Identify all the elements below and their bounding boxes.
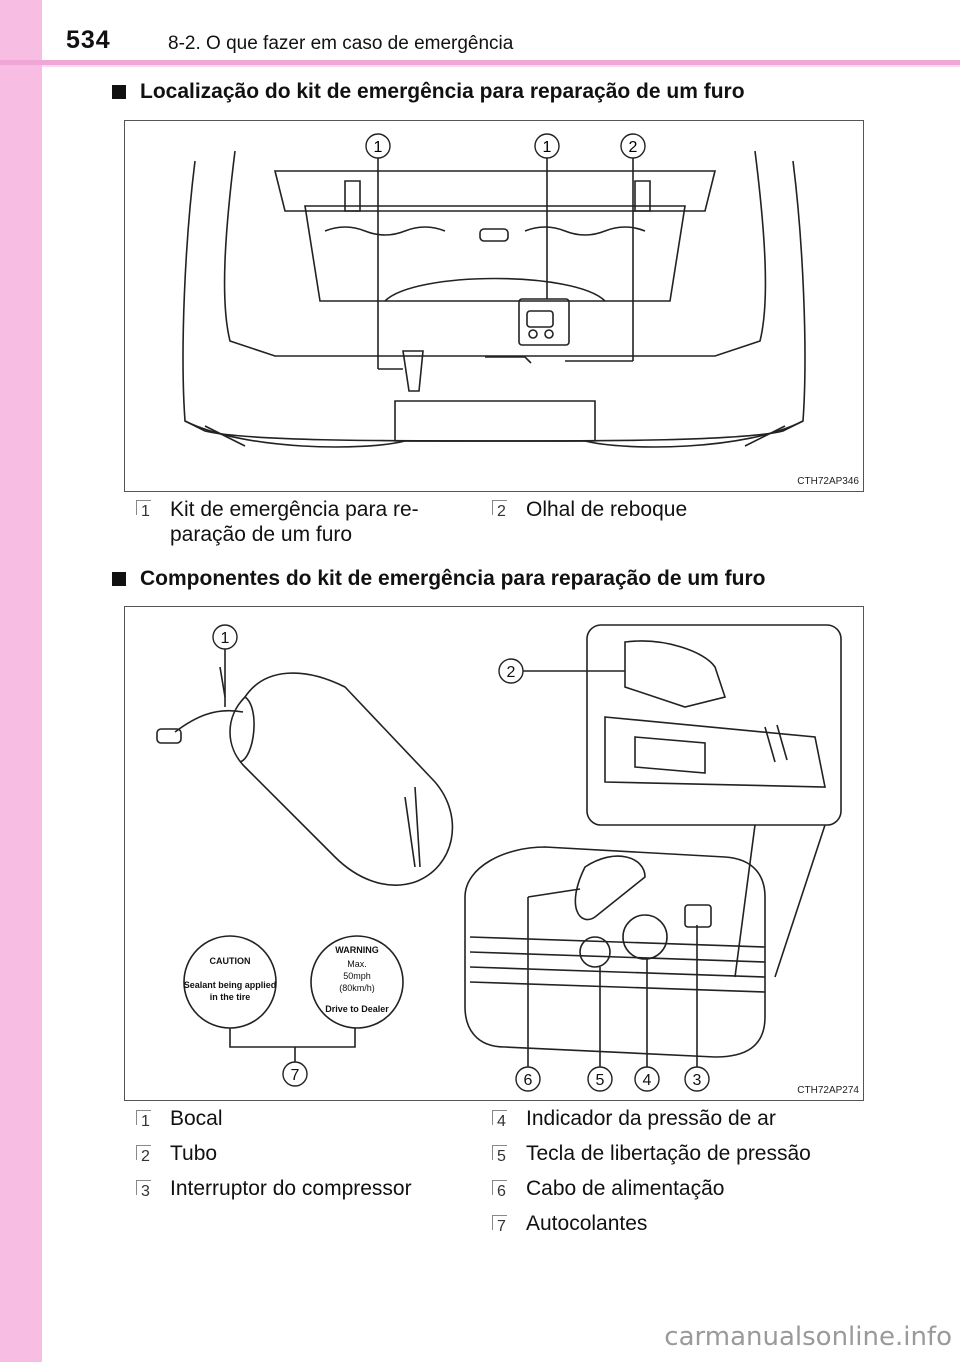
sticker-warning-l1: Max. — [347, 959, 367, 969]
page-margin-strip — [0, 0, 42, 1362]
callout-2: 2 — [629, 139, 638, 156]
legend-text-2: Olhal de reboque — [526, 497, 687, 522]
legend-badge-6: 6 — [492, 1180, 514, 1202]
heading-text: Componentes do kit de emergência para re… — [140, 567, 766, 591]
legend-badge-5: 5 — [492, 1145, 514, 1167]
callout-1b: 1 — [543, 139, 552, 156]
section-title: 8-2. O que fazer em caso de emergência — [168, 33, 513, 55]
bullet-square-icon — [112, 572, 126, 586]
callout-2: 2 — [507, 664, 516, 681]
legend-text-power-cable: Cabo de alimentação — [526, 1176, 724, 1201]
legend-badge-3: 3 — [136, 1180, 158, 1202]
trunk-illustration: 1 1 2 — [125, 121, 863, 491]
sticker-warning-l2: 50mph — [343, 971, 371, 981]
kit-illustration: CAUTION Sealant being applied in the tir… — [125, 607, 863, 1100]
legend-badge-4: 4 — [492, 1110, 514, 1132]
heading-kit-location: Localização do kit de emergência para re… — [112, 80, 745, 104]
callout-7: 7 — [291, 1067, 300, 1084]
sticker-warning-l3: (80km/h) — [339, 983, 375, 993]
legend-badge-7: 7 — [492, 1215, 514, 1237]
legend-badge-1: 1 — [136, 500, 158, 522]
legend-text-1: Kit de emergência para re- paração de um… — [170, 497, 470, 547]
page-number: 534 — [66, 26, 111, 55]
sticker-caution-line1: Sealant being applied — [184, 980, 277, 990]
legend-badge-1: 1 — [136, 1110, 158, 1132]
header-rule-light — [42, 65, 960, 67]
callout-4: 4 — [643, 1072, 652, 1089]
callout-3: 3 — [693, 1072, 702, 1089]
legend-badge-2: 2 — [136, 1145, 158, 1167]
legend-badge-2: 2 — [492, 500, 514, 522]
callout-1a: 1 — [374, 139, 383, 156]
legend-text-tubo: Tubo — [170, 1141, 217, 1166]
heading-text: Localização do kit de emergência para re… — [140, 80, 745, 104]
figure-code: CTH72AP274 — [797, 1085, 859, 1096]
legend-text-compressor-switch: Interruptor do compressor — [170, 1176, 412, 1201]
watermark[interactable]: carmanualsonline.info — [0, 1322, 960, 1352]
legend-text-stickers: Autocolantes — [526, 1211, 647, 1236]
heading-kit-components: Componentes do kit de emergência para re… — [112, 567, 766, 591]
figure-components: CAUTION Sealant being applied in the tir… — [124, 606, 864, 1101]
callout-1: 1 — [221, 630, 230, 647]
callout-5: 5 — [596, 1072, 605, 1089]
legend-text-pressure-gauge: Indicador da pressão de ar — [526, 1106, 776, 1131]
sticker-caution-line2: in the tire — [210, 992, 251, 1002]
callout-6: 6 — [524, 1072, 533, 1089]
figure-trunk: 1 1 2 CTH72AP346 — [124, 120, 864, 492]
sticker-caution-title: CAUTION — [210, 956, 251, 966]
bullet-square-icon — [112, 85, 126, 99]
legend-text-bocal: Bocal — [170, 1106, 223, 1131]
figure-code: CTH72AP346 — [797, 476, 859, 487]
sticker-warning-title: WARNING — [335, 945, 379, 955]
legend-text-release-button: Tecla de libertação de pressão — [526, 1141, 811, 1166]
sticker-warning-bottom: Drive to Dealer — [325, 1004, 389, 1014]
